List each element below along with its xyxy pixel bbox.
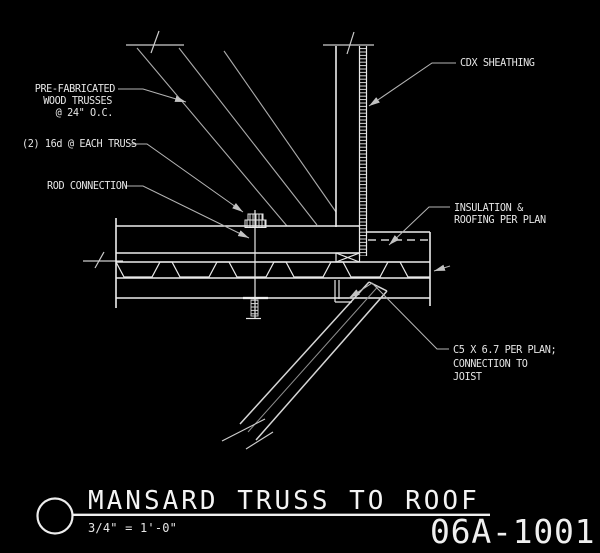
leader-nails [131, 143, 244, 213]
label-prefab-line2: WOOD TRUSSES [43, 96, 112, 107]
leader-lines [118, 62, 456, 350]
title-block: MANSARD TRUSS TO ROOF 3/4" = 1'-0" 06A-1… [36, 486, 595, 551]
truss-chord-lines [136, 47, 337, 227]
leader-cdx-sheathing [368, 62, 456, 107]
cdx-sheathing-strip [358, 46, 368, 256]
label-insulation-line2: ROOFING PER PLAN [454, 215, 546, 226]
detail-title: MANSARD TRUSS TO ROOF [88, 486, 480, 516]
blocking-x-box [335, 252, 361, 263]
label-prefab-line1: PRE-FABRICATED [35, 84, 116, 95]
label-channel-line1: C5 X 6.7 PER PLAN; [453, 345, 556, 356]
label-nails: (2) 16d @ EACH TRUSS [22, 139, 137, 150]
label-channel-line3: JOIST [453, 372, 482, 383]
label-channel-line2: CONNECTION TO [453, 359, 528, 370]
sheet-number: 06A-1001 [430, 512, 595, 551]
label-insulation-line1: INSULATION & [454, 203, 524, 214]
leader-rod-connection [125, 185, 250, 239]
metal-deck-flutes [115, 261, 430, 278]
break-symbol-top-left [126, 30, 184, 54]
annotation-labels: PRE-FABRICATED WOOD TRUSSES @ 24" O.C. (… [22, 58, 557, 383]
rod-connection-assembly [243, 210, 268, 320]
leader-channel [348, 282, 449, 350]
label-rod-connection: ROD CONNECTION [47, 181, 128, 192]
break-symbol-top-right [323, 31, 374, 55]
label-cdx-sheathing: CDX SHEATHING [460, 58, 535, 69]
leader-prefab-trusses [118, 88, 187, 103]
label-prefab-line3: @ 24" O.C. [56, 108, 113, 119]
joist-clip-angle [334, 280, 352, 303]
leader-insulation [388, 206, 450, 246]
deck-edge-arrow [433, 264, 451, 272]
detail-scale: 3/4" = 1'-0" [88, 521, 177, 535]
